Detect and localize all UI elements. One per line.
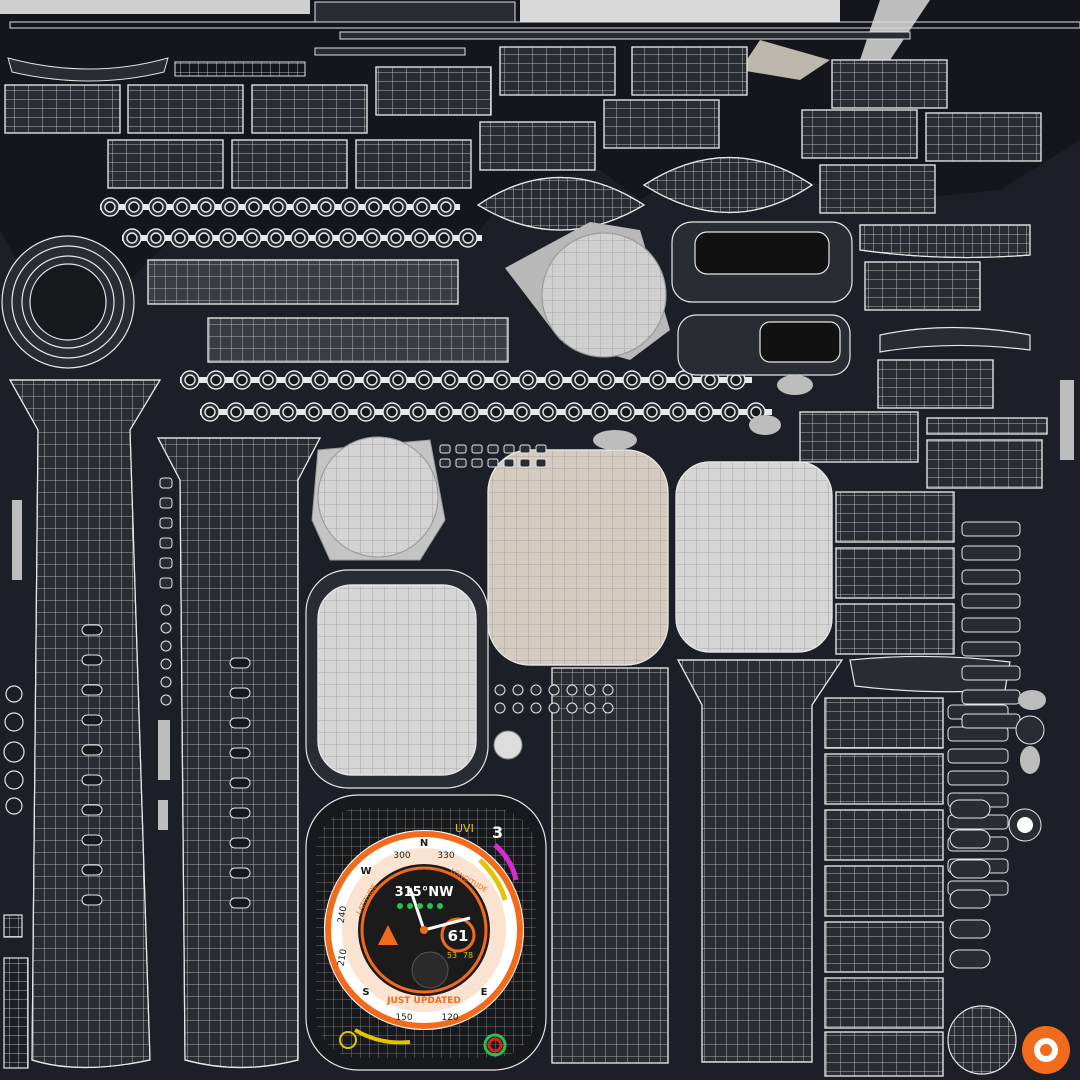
bezel-300: 300 <box>393 851 410 861</box>
top-strip-left <box>0 0 310 14</box>
top-strip-mid <box>314 1 516 23</box>
right-panels <box>824 491 1011 1077</box>
bottom-right-parts <box>493 715 1070 1075</box>
just-updated-label: JUST UPDATED <box>386 996 461 1006</box>
long-strip-2 <box>339 31 911 40</box>
compass-w: W <box>360 866 371 877</box>
uv-value: 3 <box>492 823 503 842</box>
small-right-value: 78 <box>463 951 473 960</box>
compass-n: N <box>420 838 428 849</box>
top-wedge-2 <box>740 40 830 80</box>
band-strips <box>147 259 509 363</box>
small-left-value: 53 <box>447 951 457 960</box>
screen-panels <box>305 449 833 789</box>
crown-part <box>1 235 135 369</box>
compass-s: S <box>362 987 369 998</box>
band-holes <box>81 624 251 909</box>
lens-shapes <box>476 156 1031 259</box>
compass-e: E <box>481 987 488 998</box>
bezel-120: 120 <box>441 1013 458 1023</box>
top-strip-right <box>520 0 840 22</box>
bezel-150: 150 <box>395 1013 412 1023</box>
big-number: 61 <box>448 927 469 945</box>
curved-strip <box>7 57 169 82</box>
top-wedge <box>860 0 930 60</box>
watch-face: 315°NW 61 53 78 UVI 3 JUST UPDATED LATIT… <box>305 794 547 1071</box>
long-strip-1 <box>9 21 1080 29</box>
case-frames <box>671 221 1031 376</box>
heading-readout: 315°NW <box>395 885 454 900</box>
left-small-parts <box>3 685 29 1069</box>
watch-bands <box>8 379 844 1069</box>
chain-rows <box>100 197 772 422</box>
dome-middle <box>311 436 446 561</box>
uv-label: UVI <box>455 822 474 835</box>
bezel-330: 330 <box>437 851 454 861</box>
bezel-240: 240 <box>337 905 350 924</box>
short-strip <box>314 47 466 56</box>
dome-top <box>541 232 667 358</box>
light-blobs <box>12 375 1074 830</box>
thin-grid-strip <box>174 61 306 77</box>
bezel-210: 210 <box>337 948 350 967</box>
grid-panels <box>4 46 1048 489</box>
small-parts-right <box>159 444 1021 969</box>
